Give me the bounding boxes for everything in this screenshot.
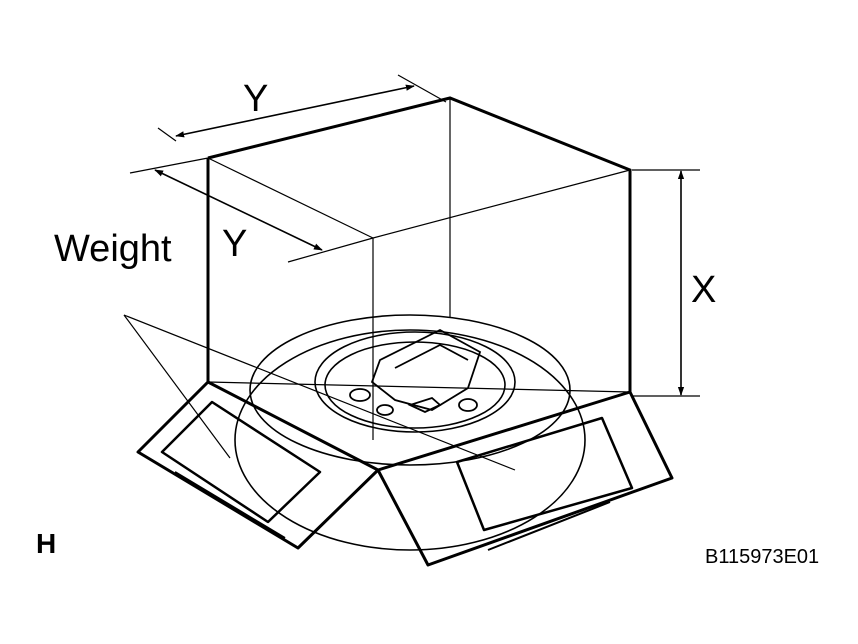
weighing-scale [136, 380, 674, 567]
wheel-hub [349, 328, 482, 416]
dimension-lines [129, 74, 700, 397]
figure-code-label: B115973E01 [705, 546, 820, 568]
section-label: H [36, 528, 57, 559]
measurement-box [206, 96, 632, 440]
weight-leader-lines [123, 314, 516, 471]
weight-label: Weight [54, 228, 172, 270]
dimension-y-side-label: Y [222, 223, 248, 265]
spare-tire [234, 314, 586, 551]
dimension-y-top-label: Y [243, 78, 269, 120]
dimension-x-label: X [691, 269, 717, 311]
